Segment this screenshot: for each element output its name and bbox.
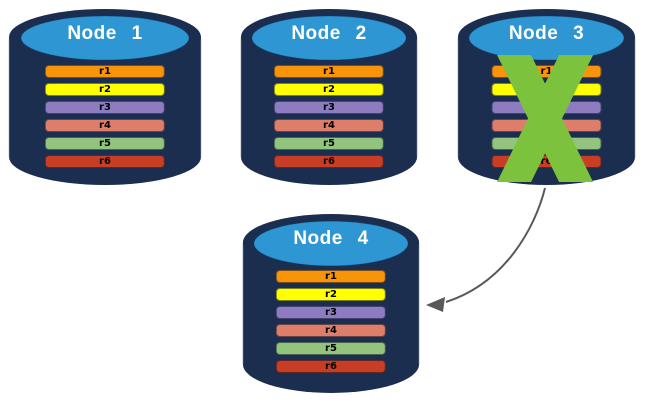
replica-rows: r1 r2 r3 r4 r5 r6 <box>275 270 387 373</box>
replica-row-r3: r3 <box>275 306 387 319</box>
replica-row-r4: r4 <box>275 324 387 337</box>
node-title: Node 2 <box>291 23 367 44</box>
cross-out-icon <box>496 55 593 182</box>
replica-row-r1: r1 <box>273 65 385 78</box>
replica-row-r2: r2 <box>44 83 166 96</box>
replica-row-r6: r6 <box>273 155 385 168</box>
database-cylinder-icon <box>8 9 202 185</box>
node-title: Node 3 <box>508 23 585 44</box>
replica-row-r5: r5 <box>275 342 387 355</box>
replication-arrow-icon <box>426 187 546 312</box>
replica-rows: r1 r2 r3 r4 r5 r6 <box>44 65 166 168</box>
replica-row-r3: r3 <box>44 101 166 114</box>
replica-row-r6: r6 <box>44 155 166 168</box>
replica-row-r2: r2 <box>275 288 387 301</box>
node-node-4: Node 4 r1 r2 r3 r4 r5 r6 <box>242 212 420 396</box>
replica-row-r1: r1 <box>44 65 166 78</box>
node-title: Node 1 <box>67 23 143 44</box>
replica-row-r4: r4 <box>44 119 166 132</box>
node-node-1: Node 1 r1 r2 r3 r4 r5 r6 <box>8 7 202 188</box>
replica-row-r5: r5 <box>44 137 166 150</box>
replica-row-r4: r4 <box>273 119 385 132</box>
replica-rows: r1 r2 r3 r4 r5 r6 <box>273 65 385 168</box>
replica-row-r2: r2 <box>273 83 385 96</box>
node-node-2: Node 2 r1 r2 r3 r4 r5 r6 <box>240 7 418 188</box>
replica-row-r6: r6 <box>275 360 387 373</box>
replica-row-r5: r5 <box>273 137 385 150</box>
replica-row-r3: r3 <box>273 101 385 114</box>
replica-row-r1: r1 <box>275 270 387 283</box>
node-title: Node 4 <box>293 228 369 249</box>
